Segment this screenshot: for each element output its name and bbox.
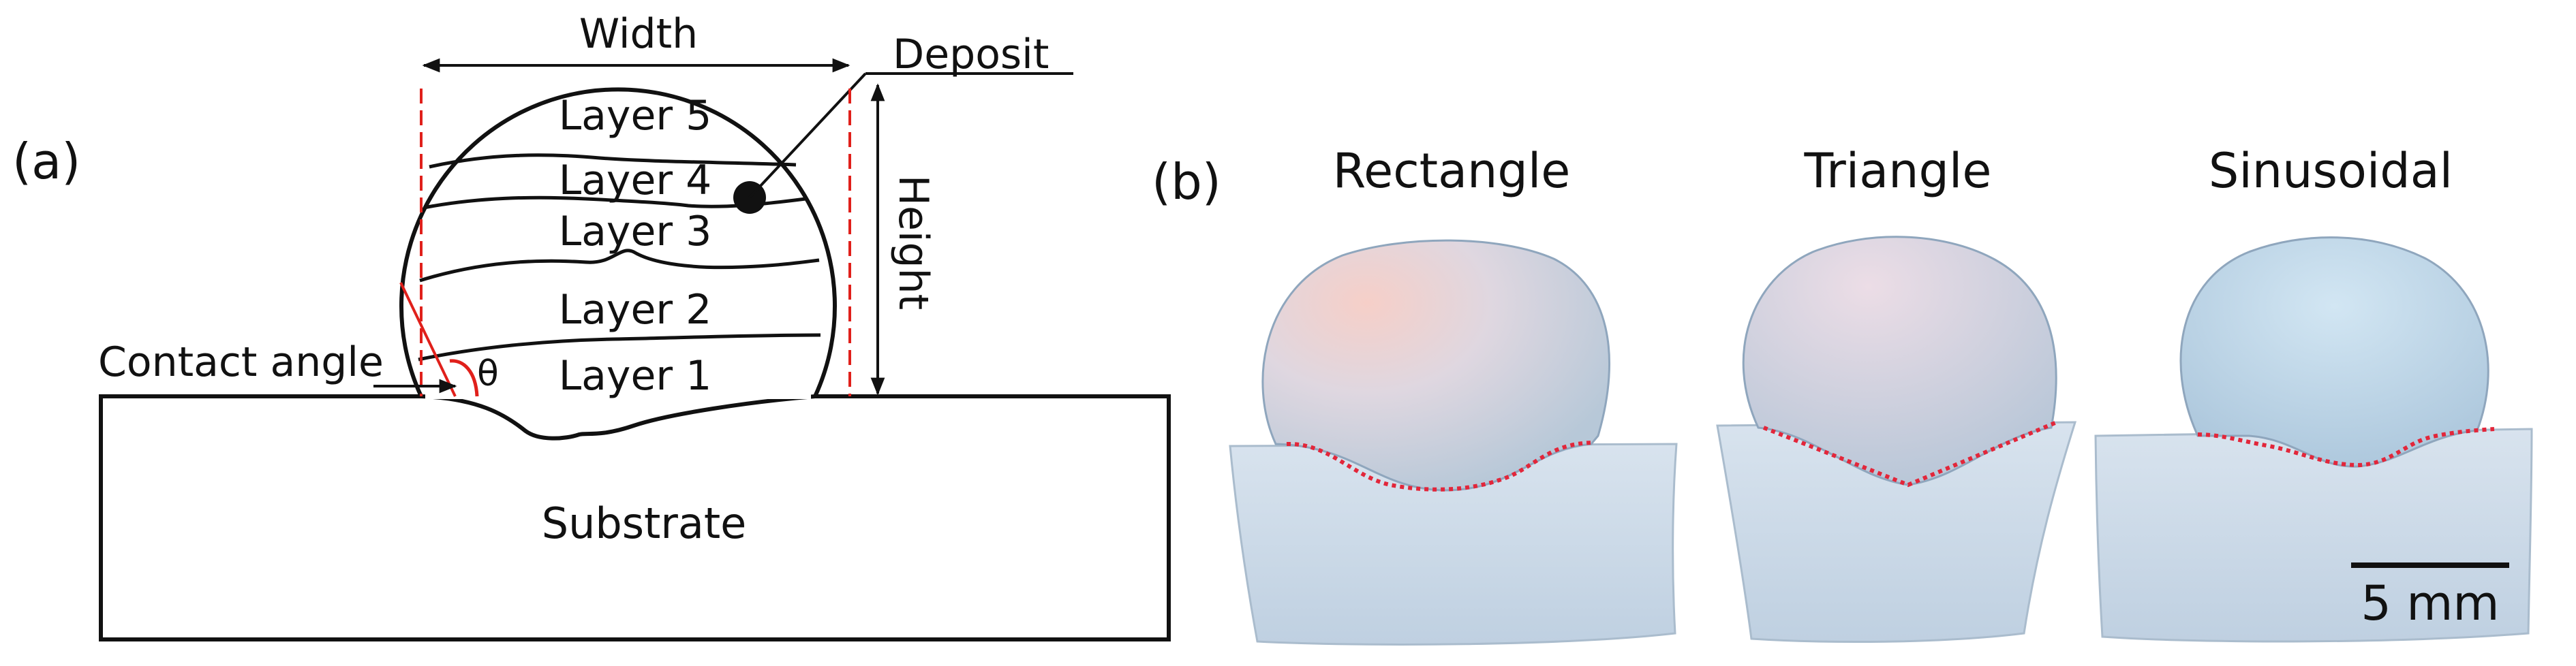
panel-a-label: (a) — [12, 133, 80, 190]
deposit-outline — [399, 87, 837, 441]
substrate-block — [99, 394, 1171, 641]
layer-boundary-4-5 — [429, 153, 797, 169]
substrate-label: Substrate — [542, 498, 747, 548]
layer-1-label: Layer 1 — [559, 352, 712, 400]
panel-a: (a) Substrate Layer 5 Layer 4 Layer 3 La… — [12, 10, 1171, 641]
sample-sinusoidal-base — [2094, 428, 2533, 643]
layer-5-label: Layer 5 — [559, 92, 712, 140]
sample-triangle-interface — [1762, 420, 2058, 488]
sample-rectangle-base — [1229, 443, 1678, 646]
contact-angle-label: Contact angle — [98, 338, 384, 386]
deposit-leader-line — [748, 72, 867, 199]
layer-3-label: Layer 3 — [559, 208, 712, 255]
scale-bar-label: 5 mm — [2361, 575, 2499, 631]
sample-triangle-deposit — [1742, 236, 2057, 486]
sample-rectangle — [1229, 239, 1678, 646]
width-label: Width — [579, 10, 698, 58]
sample-sinusoidal-deposit — [2179, 236, 2489, 468]
layer-boundary-1-2 — [418, 333, 821, 362]
deposit-label: Deposit — [893, 31, 1049, 78]
contact-tangent-line — [399, 282, 457, 397]
sample-label-triangle: Triangle — [1804, 143, 1992, 199]
panel-b: (b) Rectangle Triangle Sinusoidal 5 mm — [1152, 143, 2533, 646]
height-label: Height — [889, 175, 937, 310]
layer-4-label: Layer 4 — [559, 157, 712, 204]
contact-angle-arc — [449, 359, 479, 397]
sample-rectangle-interface — [1286, 441, 1595, 492]
sample-triangle-base — [1716, 421, 2077, 644]
theta-label: θ — [477, 353, 499, 394]
sample-label-rectangle: Rectangle — [1333, 143, 1571, 199]
sample-triangle — [1716, 236, 2077, 644]
panel-b-label: (b) — [1152, 153, 1221, 210]
layer-2-label: Layer 2 — [559, 286, 712, 334]
sample-rectangle-deposit — [1261, 239, 1610, 492]
sample-sinusoidal-interface — [2197, 427, 2495, 468]
sample-label-sinusoidal: Sinusoidal — [2209, 143, 2453, 199]
layer-boundary-2-3 — [419, 249, 820, 283]
sample-sinusoidal — [2094, 236, 2533, 643]
